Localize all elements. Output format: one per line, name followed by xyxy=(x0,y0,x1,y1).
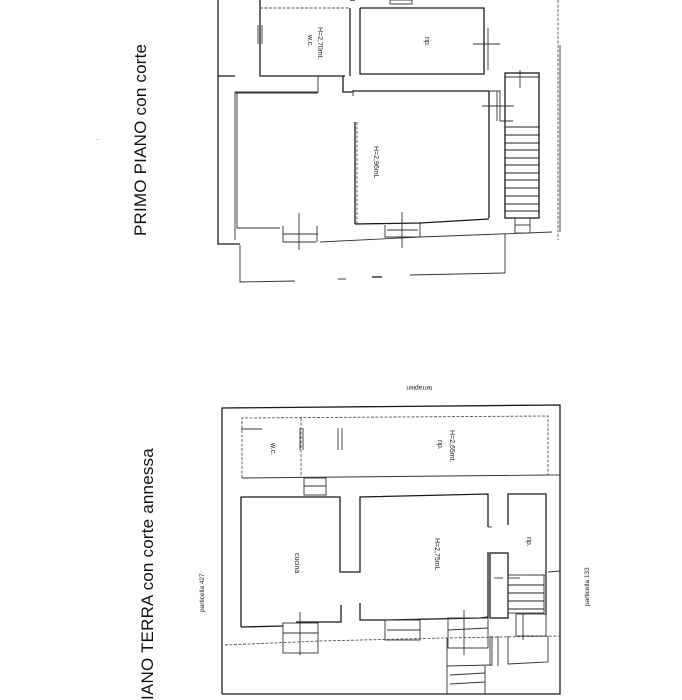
upper-stair-steps xyxy=(505,126,539,212)
parcel-427-label: particella 427 xyxy=(199,573,206,612)
lower-room-rip-label: rip. xyxy=(436,440,443,450)
lower-room-cucina-label: cucina xyxy=(293,553,300,574)
parcel-133-label: particella 133 xyxy=(584,567,591,606)
upper-room-main-height: H=2,96mL xyxy=(372,146,379,179)
lower-room-wc-label: w.c. xyxy=(269,443,276,456)
upper-room-rip-label: rip. xyxy=(423,37,430,47)
lower-room-rip-height: H=2,65mt. xyxy=(448,430,455,463)
upper-plan-title: PRIMO PIANO con corte xyxy=(131,43,150,236)
scan-artifact-dot xyxy=(97,139,98,140)
lower-plan-title: IANO TERRA con corte annessa xyxy=(138,448,157,700)
lower-room-rip-small-label: rip. xyxy=(525,537,532,547)
upper-room-wc-label: w.c. xyxy=(306,35,313,48)
lower-room-main-height: H=2,75mL xyxy=(433,538,440,571)
upper-room-wc-height: H=2,70mt. xyxy=(316,27,323,60)
terrapieno-label: terrapien xyxy=(406,384,432,391)
